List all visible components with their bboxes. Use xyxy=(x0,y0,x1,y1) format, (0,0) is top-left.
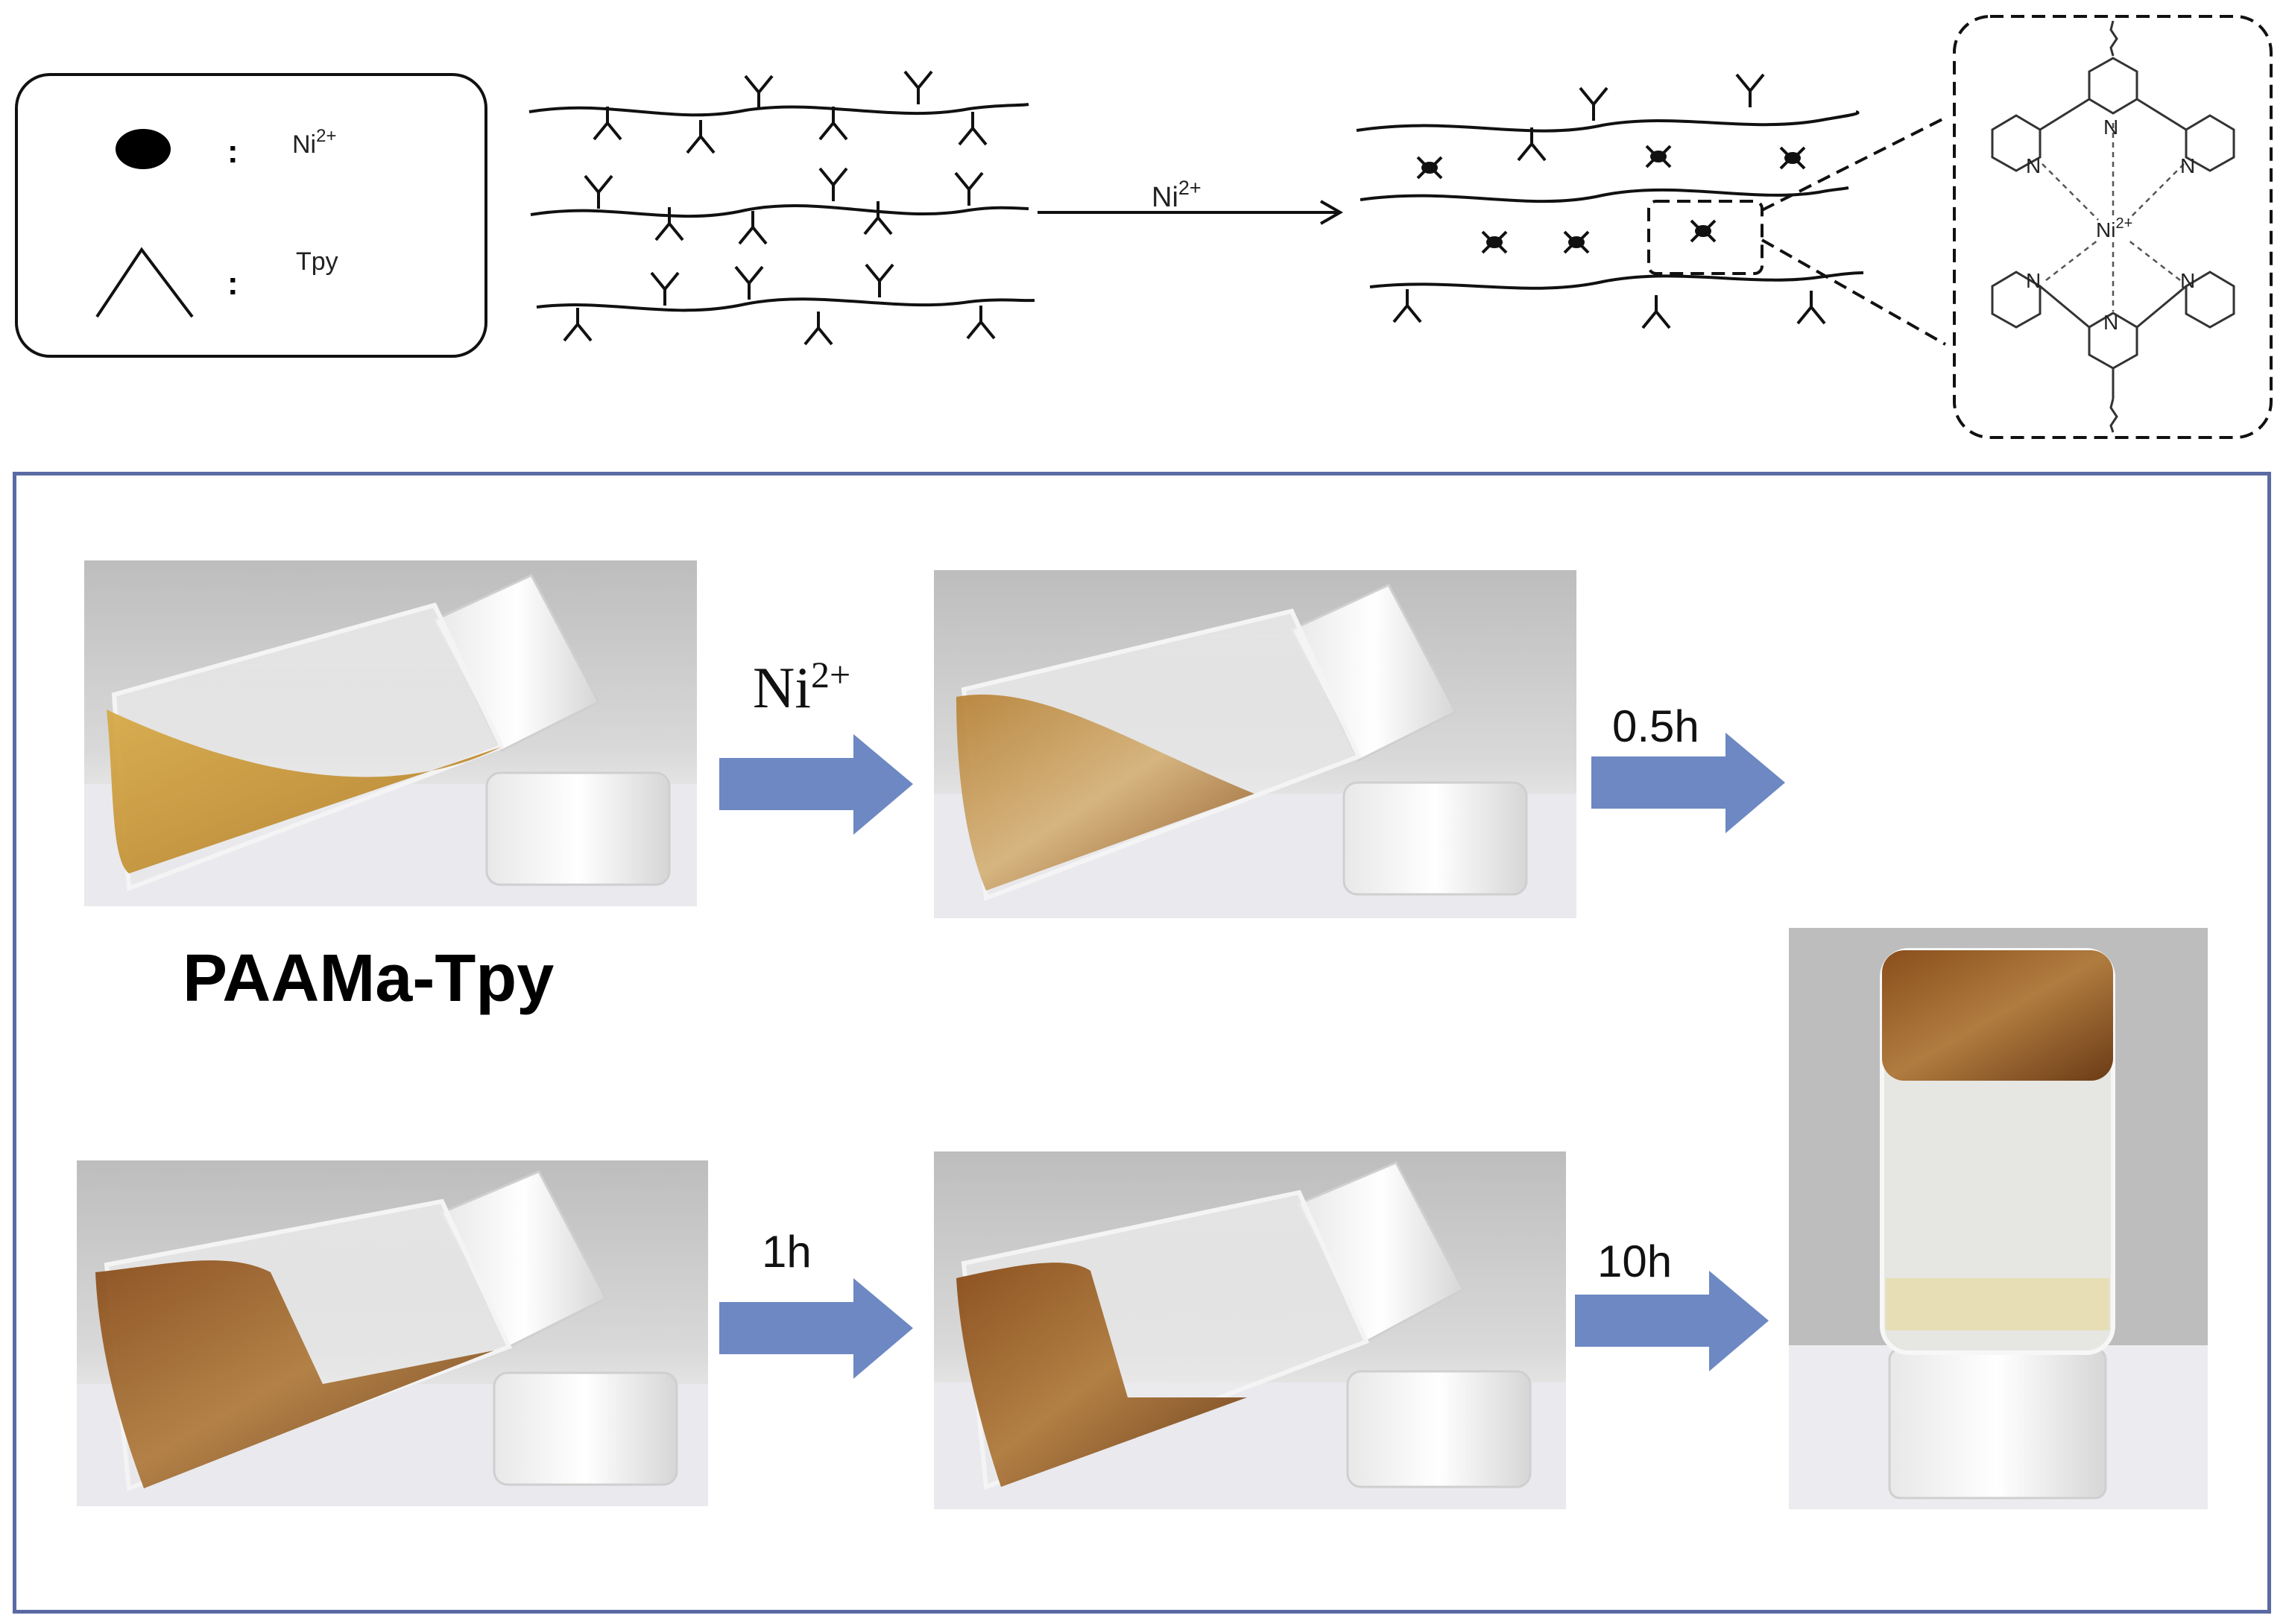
photo-upright-gel-10h xyxy=(1789,928,2208,1509)
reaction-arrow-label: Ni2+ xyxy=(1152,177,1202,213)
svg-text:N: N xyxy=(2103,311,2118,334)
mechanism-scheme: : Ni2+ : Tpy Ni2+ xyxy=(15,15,2273,439)
step-arrow-1h xyxy=(719,1278,913,1379)
experiment-panel xyxy=(13,472,2271,1614)
reaction-arrow: Ni2+ xyxy=(1038,177,1344,225)
legend-tpy-label: Tpy xyxy=(296,247,338,276)
step-arrow-ni xyxy=(719,734,913,835)
step-label-10h: 10h xyxy=(1597,1236,1673,1286)
tpy-ligand-symbol xyxy=(95,247,194,318)
svg-text:Ni2+: Ni2+ xyxy=(2096,215,2132,241)
free-polymer-chains xyxy=(528,70,1035,346)
crosslinked-network xyxy=(1356,73,1946,346)
ni-ion-symbol xyxy=(116,129,171,169)
svg-text:N: N xyxy=(2103,116,2118,139)
photo-gel-1h xyxy=(934,1151,1566,1509)
svg-text:N: N xyxy=(2180,154,2195,177)
step-arrow-10h xyxy=(1575,1271,1769,1371)
svg-text:N: N xyxy=(2180,269,2195,292)
photo-initial-solution xyxy=(84,560,697,906)
sample-label: PAAMa-Tpy xyxy=(183,941,555,1016)
ni-tpy-complex: N N N N N N Ni2+ xyxy=(1953,15,2273,439)
legend-box: : Ni2+ : Tpy xyxy=(15,73,487,358)
legend-ni-label: Ni2+ xyxy=(292,126,336,159)
photo-after-ni-addition xyxy=(934,570,1576,918)
svg-text:N: N xyxy=(2026,269,2041,292)
step-label-0-5h: 0.5h xyxy=(1612,701,1699,751)
legend-separator-2: : xyxy=(227,265,239,302)
step-label-1h: 1h xyxy=(762,1227,812,1277)
legend-separator-1: : xyxy=(227,133,239,170)
photo-gel-0-5h xyxy=(77,1160,708,1506)
step-arrow-0-5h xyxy=(1591,733,1785,833)
svg-text:N: N xyxy=(2026,154,2041,177)
step-label-ni: Ni2+ xyxy=(753,654,851,720)
zoom-selection-box xyxy=(1647,200,1764,275)
